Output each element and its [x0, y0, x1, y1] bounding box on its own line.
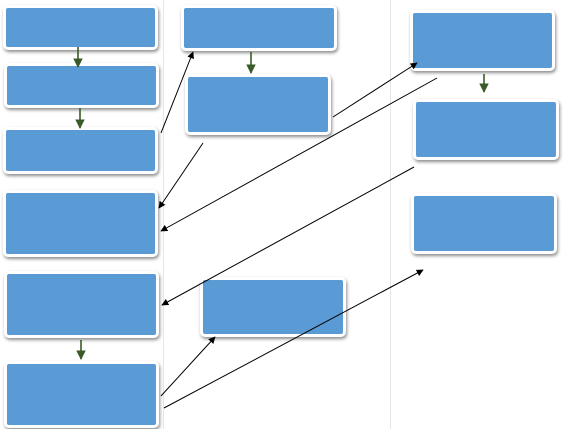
box-11 [413, 99, 559, 160]
connector-6-9 [160, 336, 216, 397]
box-12 [411, 193, 557, 254]
box-1 [3, 5, 158, 50]
box-10 [410, 10, 555, 71]
box-8 [185, 74, 331, 135]
column-divider-left [163, 0, 164, 429]
box-9 [200, 277, 346, 337]
box-5 [4, 271, 159, 338]
box-3 [3, 127, 158, 174]
column-divider-right [390, 0, 391, 429]
box-7 [181, 5, 337, 51]
connector-8-4 [158, 142, 204, 209]
box-4 [3, 190, 158, 257]
box-6 [4, 361, 159, 428]
box-2 [4, 63, 159, 108]
connector-8-10 [332, 62, 418, 118]
